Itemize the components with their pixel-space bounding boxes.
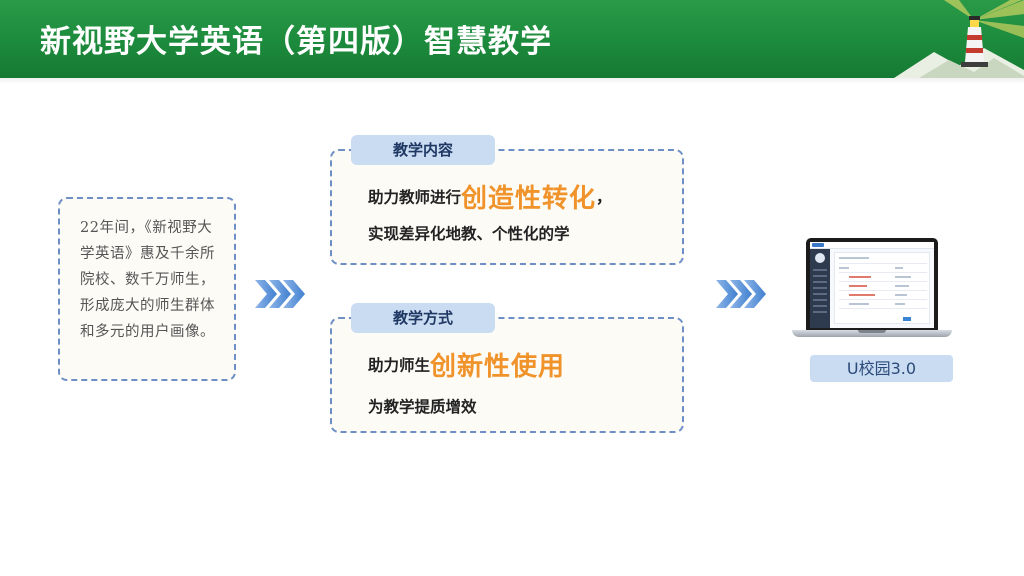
app-main-panel — [834, 252, 930, 324]
teaching-content-tag: 教学内容 — [351, 135, 495, 165]
teaching-content-line1: 助力教师进行创造性转化， — [368, 178, 612, 215]
line1-highlight: 创造性转化 — [461, 184, 596, 214]
chevron-right-double-icon — [255, 280, 307, 308]
chevron-right-double-icon — [716, 280, 768, 308]
header-shadow — [0, 78, 1024, 84]
u-campus-screenshot — [810, 242, 934, 328]
intro-box: 22年间，《新视野大学英语》惠及千余所院校、数千万师生，形成庞大的师生群体和多元… — [58, 197, 236, 381]
teaching-method-tag: 教学方式 — [351, 303, 495, 333]
line1-prefix: 助力师生 — [368, 357, 430, 375]
laptop-screen-frame — [806, 238, 938, 330]
line1-prefix: 助力教师进行 — [368, 189, 461, 207]
teaching-content-line2: 实现差异化地教、个性化的学 — [368, 222, 570, 244]
teaching-method-line1: 助力师生创新性使用 — [368, 346, 565, 383]
laptop-icon — [792, 238, 952, 340]
lighthouse-icon — [824, 0, 1024, 78]
teaching-method-line2: 为教学提质增效 — [368, 395, 477, 417]
page-title: 新视野大学英语（第四版）智慧教学 — [40, 16, 552, 61]
platform-label: U校园3.0 — [810, 355, 953, 382]
laptop-notch — [858, 330, 886, 333]
line1-highlight: 创新性使用 — [430, 352, 565, 382]
app-topbar — [810, 242, 934, 249]
line1-suffix: ， — [596, 189, 612, 207]
header-banner: 新视野大学英语（第四版）智慧教学 — [0, 0, 1024, 78]
intro-text: 22年间，《新视野大学英语》惠及千余所院校、数千万师生，形成庞大的师生群体和多元… — [80, 215, 222, 345]
app-sidebar — [810, 249, 830, 328]
